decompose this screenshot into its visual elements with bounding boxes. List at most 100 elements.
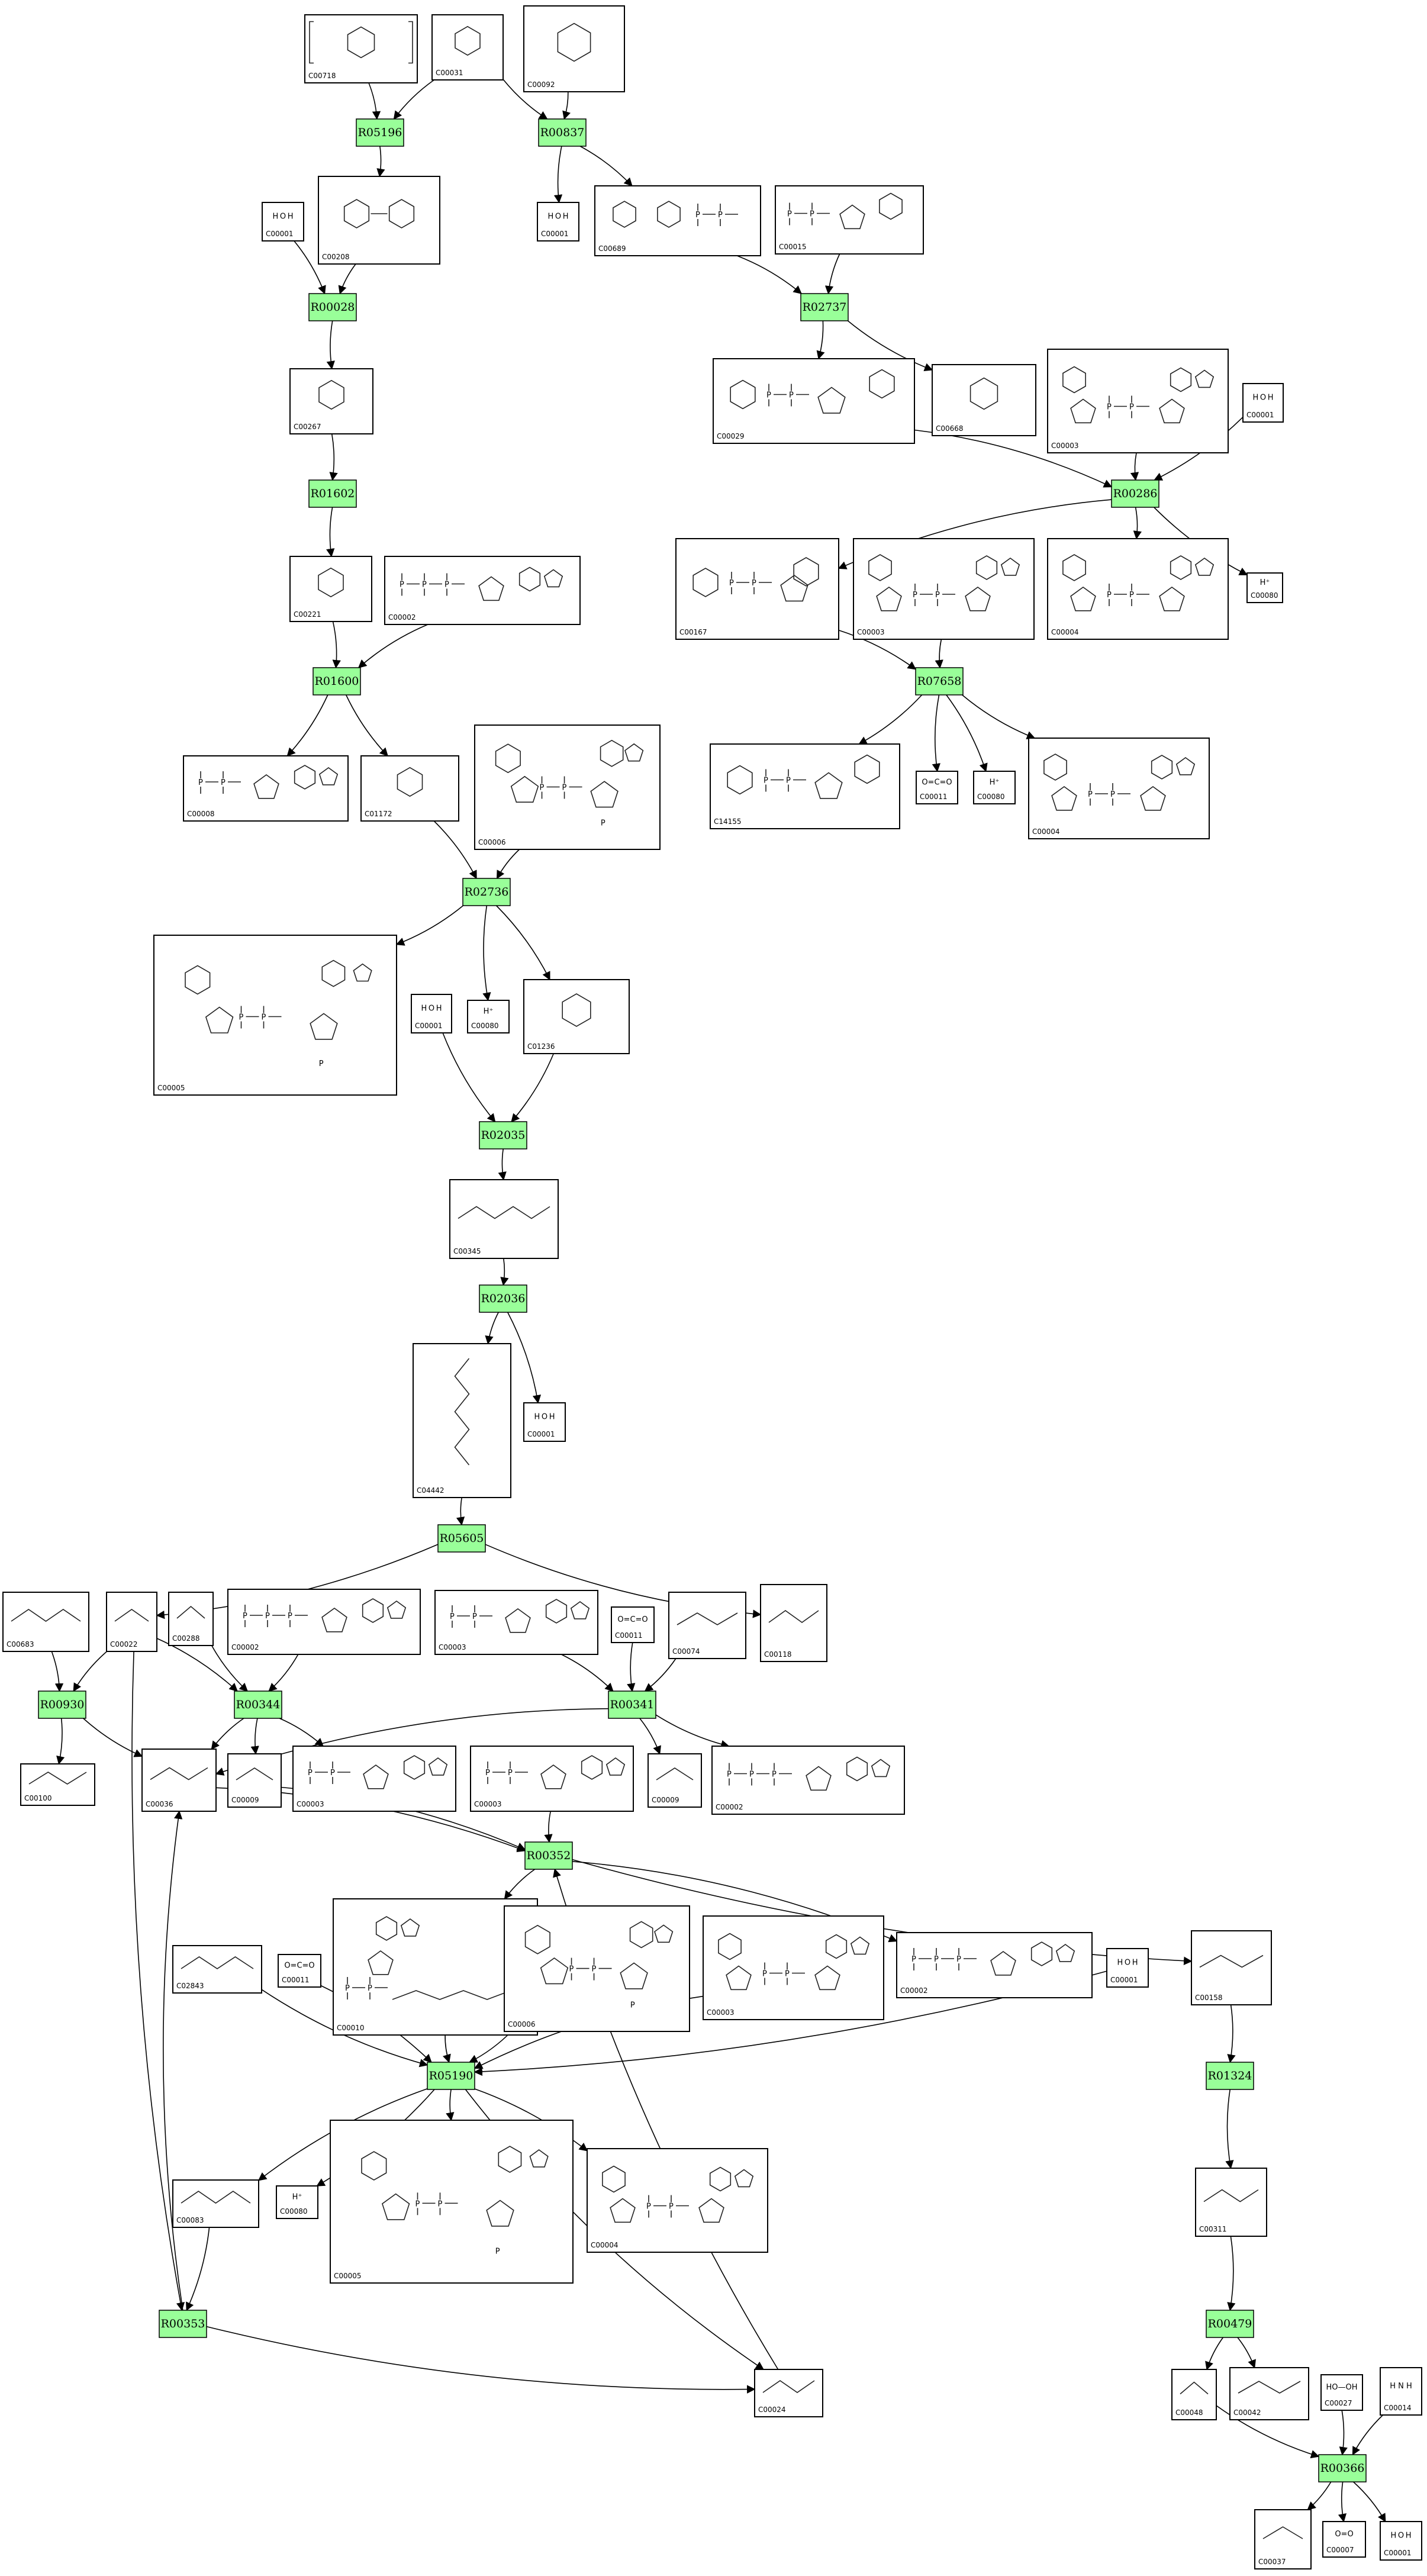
compound-node[interactable]: C00036 [141, 1749, 217, 1812]
svg-text:P: P [935, 591, 940, 600]
compound-node[interactable]: C00074 [668, 1592, 746, 1659]
compound-node[interactable]: H⁺C00080 [467, 1000, 510, 1033]
compound-node[interactable]: C00718 [304, 14, 418, 83]
svg-text:H O H: H O H [1117, 1959, 1138, 1968]
compound-node[interactable]: C00311 [1195, 2168, 1267, 2237]
reaction-node[interactable]: R02736 [462, 878, 511, 906]
compound-node[interactable]: C00683 [2, 1592, 89, 1652]
reaction-node[interactable]: R00341 [608, 1690, 656, 1719]
reaction-node[interactable]: R00028 [308, 293, 357, 321]
reaction-node[interactable]: R02035 [479, 1121, 527, 1149]
structure-icon [1238, 2381, 1301, 2394]
compound-node[interactable]: C00042 [1229, 2367, 1309, 2420]
compound-node[interactable]: C00221 [289, 556, 372, 622]
reaction-node[interactable]: R00286 [1111, 479, 1159, 508]
compound-node[interactable]: C00037 [1254, 2509, 1312, 2569]
compound-node[interactable]: H⁺C00080 [276, 2185, 318, 2219]
compound-node[interactable]: C00100 [20, 1763, 95, 1806]
reaction-node[interactable]: R02737 [800, 293, 849, 321]
reaction-node[interactable]: R05196 [356, 118, 404, 147]
compound-node[interactable]: C00158 [1191, 1930, 1272, 2005]
svg-text:P: P [766, 391, 771, 400]
compound-node[interactable]: C00083 [172, 2179, 259, 2228]
reaction-node[interactable]: R02036 [479, 1284, 527, 1313]
compound-node[interactable]: C01172 [360, 755, 459, 822]
compound-node[interactable]: C00345 [449, 1179, 559, 1259]
compound-node[interactable]: C04442 [413, 1343, 511, 1498]
compound-node[interactable]: C02843 [172, 1945, 262, 1994]
reaction-node[interactable]: R00930 [38, 1690, 86, 1719]
compound-node[interactable]: C00009 [227, 1753, 282, 1808]
compound-node[interactable]: C00009 [648, 1753, 702, 1808]
compound-node[interactable]: C00118 [760, 1584, 827, 1662]
compound-node[interactable]: C01236 [523, 979, 630, 1054]
compound-node[interactable]: C00668 [932, 364, 1036, 436]
compound-node[interactable]: C00024 [754, 2369, 823, 2417]
reaction-node[interactable]: R00366 [1318, 2454, 1367, 2482]
compound-node[interactable]: C00031 [431, 14, 504, 80]
reaction-node[interactable]: R00837 [538, 118, 587, 147]
reaction-node[interactable]: R07658 [915, 667, 964, 695]
compound-node[interactable]: C00092 [523, 5, 625, 92]
compound-node[interactable]: C00288 [168, 1592, 214, 1646]
reaction-node[interactable]: R01602 [308, 479, 357, 508]
reaction-node[interactable]: R00353 [159, 2310, 207, 2338]
compound-id: C00311 [1199, 2225, 1227, 2233]
compound-node[interactable]: C00267 [289, 368, 373, 434]
compound-id: C00011 [920, 793, 948, 801]
reaction-edge [469, 2031, 512, 2063]
reaction-node[interactable]: R01324 [1206, 2062, 1254, 2090]
reaction-edge [206, 2326, 756, 2394]
compound-id: C00009 [652, 1796, 679, 1804]
reaction-node[interactable]: R00479 [1206, 2310, 1254, 2338]
reaction-node[interactable]: R05190 [427, 2062, 475, 2090]
compound-node[interactable]: C00048 [1171, 2369, 1217, 2420]
compound-node[interactable]: C00022 [106, 1592, 157, 1652]
reaction-node[interactable]: R05605 [437, 1524, 486, 1553]
compound-node[interactable]: C00208 [318, 176, 440, 265]
reaction-node[interactable]: R00352 [524, 1841, 573, 1870]
reaction-node[interactable]: R01600 [313, 667, 361, 695]
compound-node[interactable]: H⁺C00080 [973, 771, 1016, 804]
compound-node[interactable]: H⁺C00080 [1246, 572, 1283, 603]
reaction-node[interactable]: R00344 [234, 1690, 282, 1719]
